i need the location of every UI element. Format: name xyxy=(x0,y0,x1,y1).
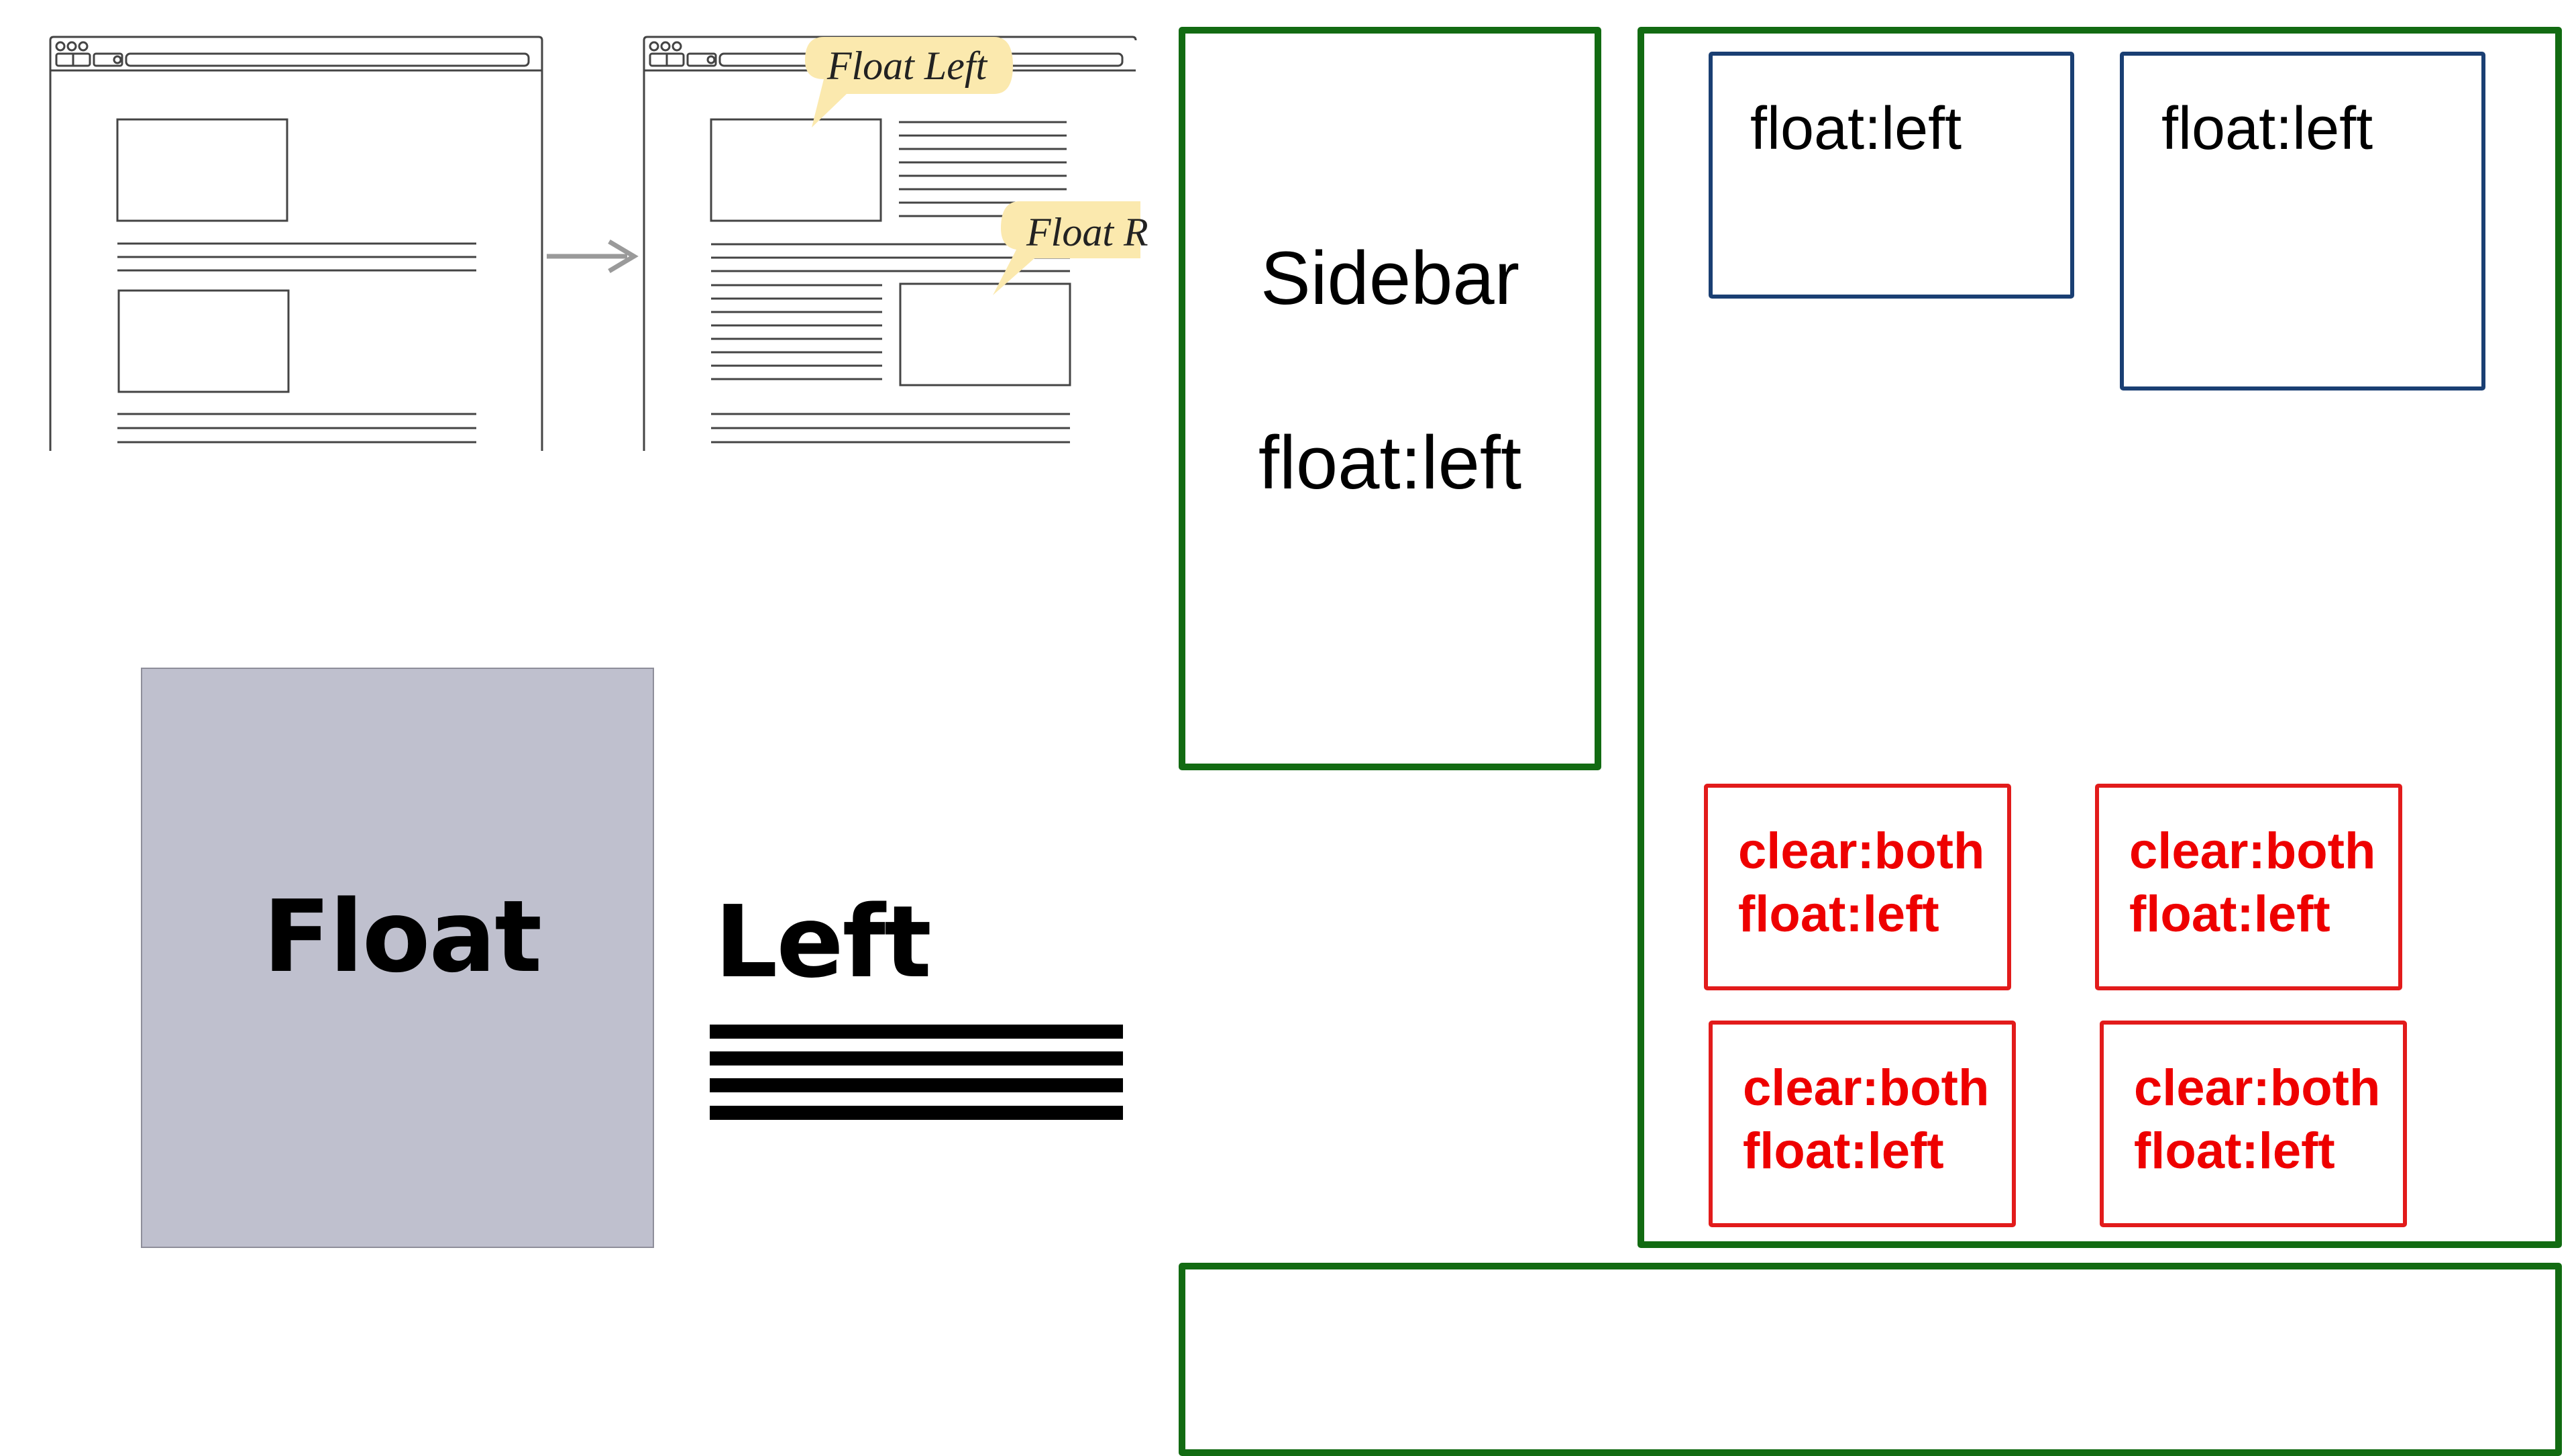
callout-float-right: Float R xyxy=(993,201,1148,295)
browser-wireframe-after: Float Left Float R xyxy=(643,36,1148,451)
clear-box-1: clear:both float:left xyxy=(1704,784,2011,990)
float-box-1-label: float:left xyxy=(1750,95,1962,162)
main-container xyxy=(1638,27,2562,1248)
clear-box-2: clear:both float:left xyxy=(2095,784,2402,990)
clear-box-2-clear: clear:both xyxy=(2129,823,2376,880)
svg-text:Float R: Float R xyxy=(1026,210,1148,254)
float-word: Float xyxy=(263,879,542,994)
clear-box-3-float: float:left xyxy=(1743,1123,1944,1180)
clear-box-3-clear: clear:both xyxy=(1743,1059,1990,1116)
clear-box-4-clear: clear:both xyxy=(2134,1059,2381,1116)
float-block xyxy=(141,668,654,1248)
clear-box-4-float: float:left xyxy=(2134,1123,2335,1180)
clear-box-3: clear:both float:left xyxy=(1709,1021,2016,1227)
left-word: Left xyxy=(714,884,932,1000)
float-box-1: float:left xyxy=(1709,52,2074,299)
arrow-right-icon xyxy=(547,239,639,274)
browser-wireframe-before xyxy=(49,36,639,451)
sidebar-container: Sidebar float:left xyxy=(1179,27,1601,770)
sidebar-float-label: float:left xyxy=(1258,421,1522,505)
float-box-2-label: float:left xyxy=(2161,95,2373,162)
clear-box-1-float: float:left xyxy=(1738,886,1939,943)
svg-text:Float Left: Float Left xyxy=(826,44,988,88)
clear-box-2-float: float:left xyxy=(2129,886,2330,943)
callout-float-left: Float Left xyxy=(805,37,1013,127)
float-box-2: float:left xyxy=(2120,52,2485,391)
clear-box-1-clear: clear:both xyxy=(1738,823,1985,880)
sidebar-title: Sidebar xyxy=(1260,236,1520,320)
clear-box-4: clear:both float:left xyxy=(2100,1021,2407,1227)
footer-container xyxy=(1179,1263,2562,1456)
